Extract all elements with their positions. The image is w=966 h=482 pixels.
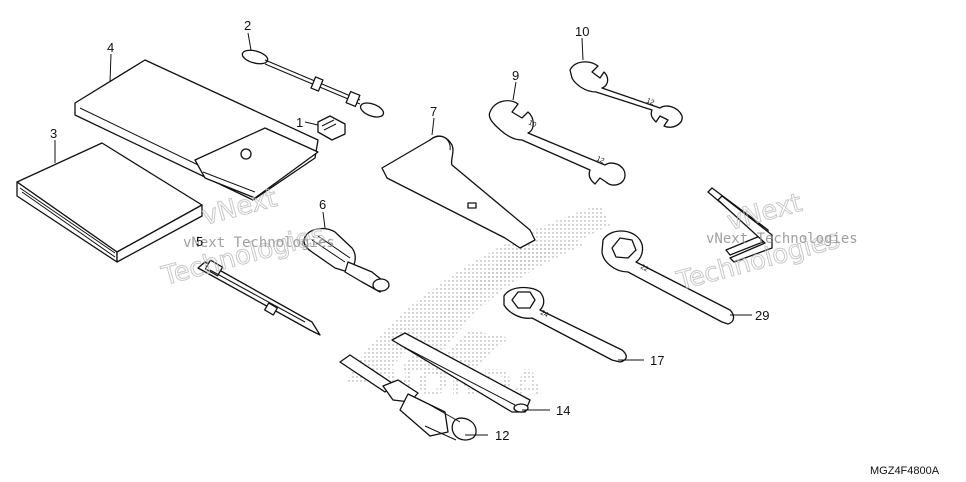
handle-strap	[391, 332, 531, 413]
callout-12: 12	[495, 428, 509, 443]
svg-text:10: 10	[527, 119, 537, 129]
watermark-right: vNext Technologies vNext Technologies	[673, 188, 858, 298]
open-end-wrench-10: 12	[569, 61, 683, 128]
callout-2: 2	[244, 18, 251, 33]
socket-extension	[339, 354, 477, 441]
box-wrench-29: 22	[601, 230, 735, 325]
callout-5: 5	[196, 234, 203, 249]
open-end-wrench-9: 10 12	[488, 100, 626, 186]
box-wrench-17: 24	[503, 286, 627, 363]
svg-text:24: 24	[539, 309, 549, 319]
leader-lines	[54, 32, 752, 436]
svg-text:12: 12	[645, 97, 655, 106]
pin-spanner	[381, 135, 536, 249]
helmet-cable	[241, 49, 385, 118]
callout-17: 17	[650, 353, 664, 368]
svg-text:Technologies: Technologies	[158, 220, 328, 292]
callout-numbers: 1 2 3 4 5 6 7 9 10 12 14 17 29	[50, 18, 769, 443]
owners-manual	[16, 142, 203, 263]
hex-keys	[707, 187, 773, 263]
svg-text:22: 22	[639, 264, 649, 274]
small-clip	[317, 115, 346, 141]
bit-holder	[303, 227, 390, 293]
diagram-code: MGZ4F4800A	[870, 465, 940, 477]
svg-text:vNext Technologies: vNext Technologies	[706, 231, 858, 247]
callout-14: 14	[556, 403, 570, 418]
screwdriver	[197, 259, 321, 336]
callout-1: 1	[296, 115, 303, 130]
callout-7: 7	[430, 104, 437, 119]
callout-6: 6	[319, 197, 326, 212]
callout-29: 29	[755, 308, 769, 323]
svg-text:12: 12	[595, 155, 605, 165]
svg-text:vNext Technologies: vNext Technologies	[183, 235, 335, 251]
tool-bag	[74, 59, 319, 201]
callout-3: 3	[50, 126, 57, 141]
callout-10: 10	[575, 24, 589, 39]
callout-9: 9	[512, 68, 519, 83]
callout-4: 4	[107, 40, 114, 55]
